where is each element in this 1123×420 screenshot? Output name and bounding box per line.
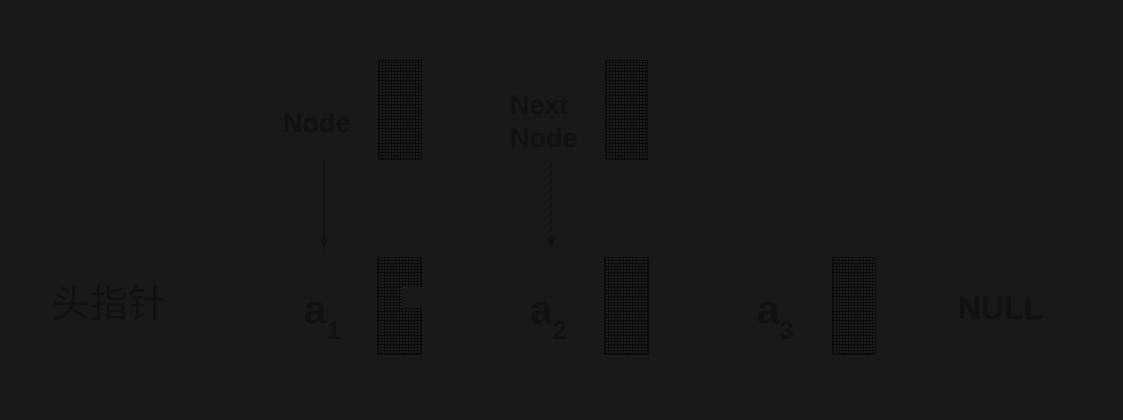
node-arrow (313, 160, 335, 252)
list-item-value-3: a3 (757, 288, 794, 344)
list-item-value-2-subscript: 2 (552, 317, 567, 345)
list-item-value-3-text: a (757, 288, 780, 332)
list-item-pointer-box-1 (377, 257, 422, 355)
next-node-annotation-label-line1: Next (510, 90, 569, 120)
list-item-value-1-text: a (304, 288, 327, 332)
head-pointer-label: 头指针 (52, 282, 167, 326)
list-item-pointer-box-3 (832, 257, 876, 355)
node-annotation-pointer-box (378, 60, 422, 160)
list-item-value-1-subscript: 1 (326, 317, 341, 345)
next-node-arrow (540, 163, 562, 251)
null-terminator-label: NULL (958, 290, 1044, 326)
next-node-annotation-pointer-box (605, 60, 648, 160)
list-item-value-1: a1 (304, 288, 341, 344)
node-annotation-label: Node (283, 108, 351, 138)
list-item-pointer-box-2 (604, 257, 649, 355)
list-item-value-2-text: a (530, 288, 553, 332)
pointer-notch-icon (402, 286, 422, 308)
next-node-annotation-label-line2: Node (510, 123, 578, 153)
list-item-value-3-subscript: 3 (779, 317, 794, 345)
list-item-value-2: a2 (530, 288, 567, 344)
